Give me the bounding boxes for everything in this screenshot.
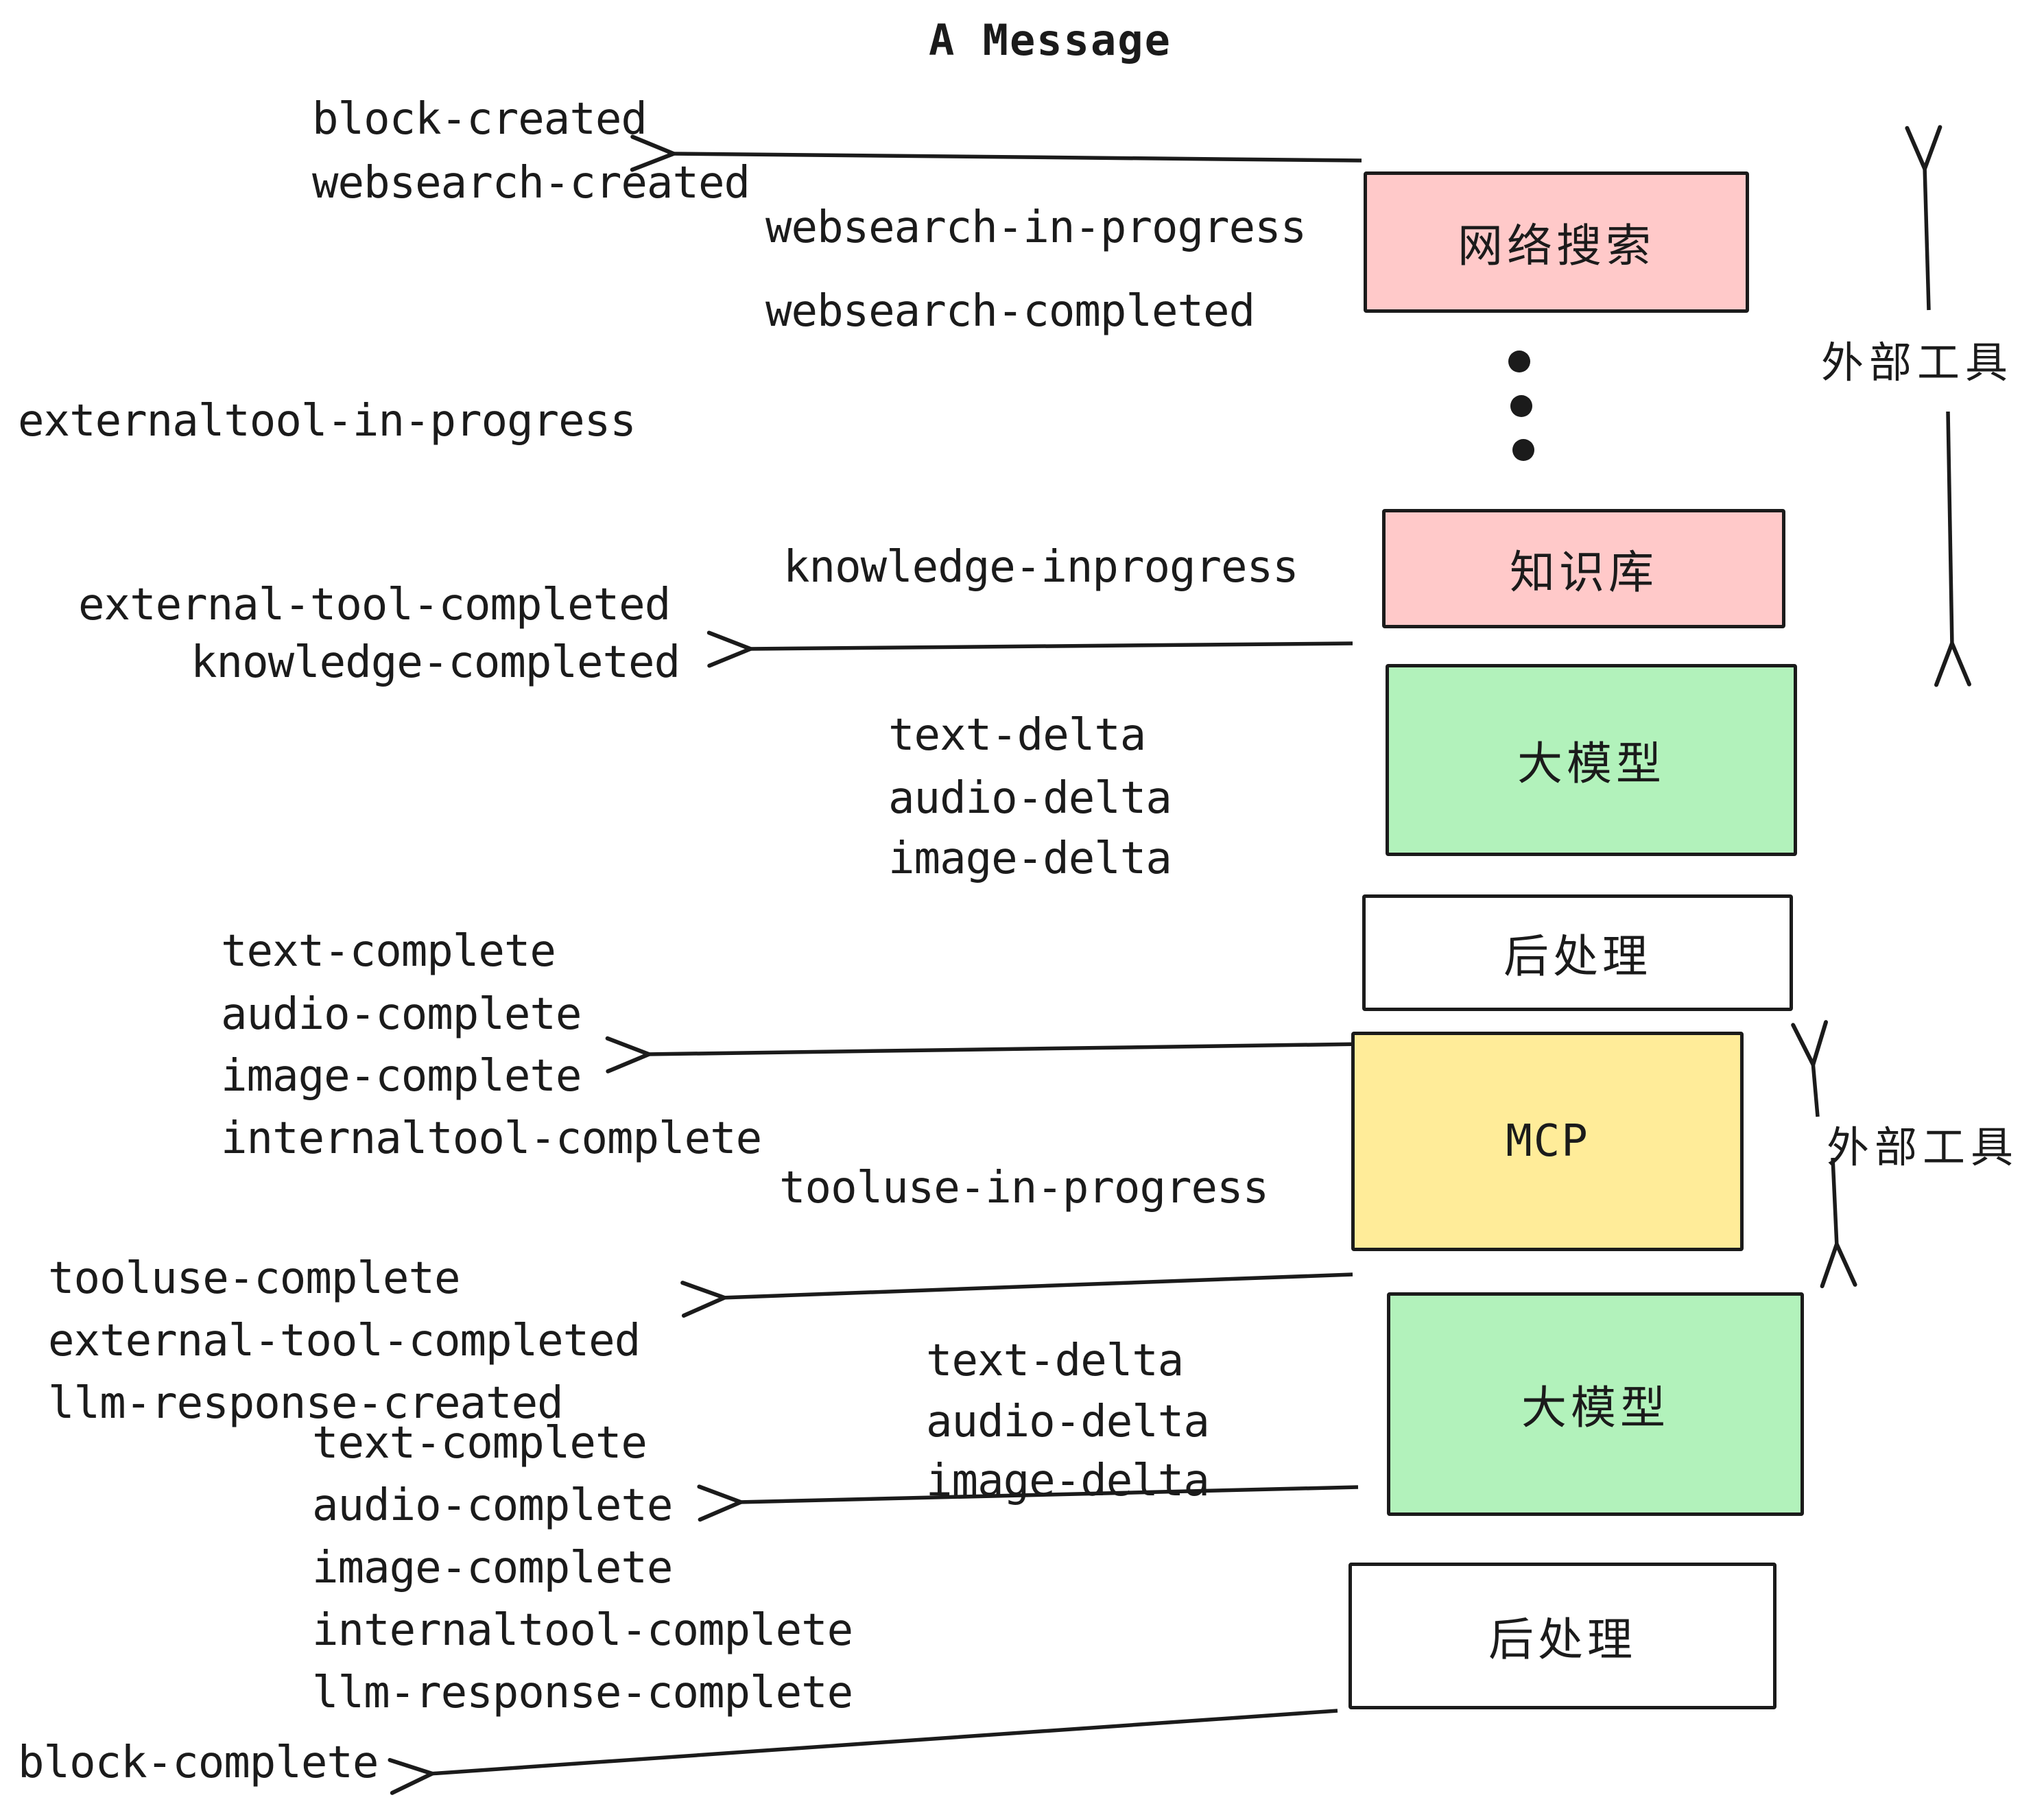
event-label-knowledge-inprogress: knowledge-inprogress [783, 542, 1299, 593]
box-llm-bottom: 大模型 [1387, 1292, 1804, 1516]
arrow-to-block-complete [388, 1709, 1338, 1795]
event-label-external-tool-completed-1: external-tool-completed [78, 580, 671, 630]
box-mcp-label: MCP [1506, 1116, 1589, 1167]
arrow-to-block-created [630, 134, 1362, 172]
box-knowledge-base-label: 知识库 [1510, 546, 1658, 599]
event-label-image-delta-2: image-delta [926, 1456, 1210, 1506]
external-tools-mid-up-arrow [1791, 1020, 1829, 1117]
event-label-audio-complete-1: audio-complete [221, 989, 582, 1040]
arrow-to-tooluse-complete [680, 1272, 1353, 1318]
event-label-block-created: block-created [312, 94, 647, 145]
external-tools-top-label: 外部工具 [1821, 337, 2014, 388]
arrow-to-image-complete [605, 1036, 1364, 1073]
event-label-websearch-completed: websearch-completed [765, 286, 1255, 337]
external-tools-top-up-arrow [1905, 125, 1942, 311]
event-label-image-complete-1: image-complete [221, 1051, 582, 1102]
event-label-llm-response-complete: llm-response-complete [312, 1667, 853, 1718]
event-label-text-complete-2: text-complete [312, 1418, 647, 1469]
event-label-audio-delta-2: audio-delta [926, 1397, 1210, 1447]
event-label-text-complete-1: text-complete [221, 926, 556, 977]
event-label-audio-complete-2: audio-complete [312, 1480, 673, 1531]
box-knowledge-base: 知识库 [1382, 509, 1785, 628]
box-postprocess-top: 后处理 [1362, 894, 1793, 1011]
box-llm-top-label: 大模型 [1517, 737, 1665, 790]
event-label-image-complete-2: image-complete [312, 1543, 673, 1593]
event-label-block-complete: block-complete [18, 1737, 379, 1788]
event-label-websearch-in-progress: websearch-in-progress [765, 202, 1307, 253]
event-label-text-delta-1: text-delta [888, 710, 1146, 761]
event-label-tooluse-in-progress: tooluse-in-progress [779, 1163, 1269, 1213]
event-label-text-delta-2: text-delta [926, 1336, 1184, 1386]
event-label-audio-delta-1: audio-delta [888, 773, 1172, 824]
external-tools-mid-label: 外部工具 [1827, 1122, 2019, 1172]
event-label-internaltool-complete-2: internaltool-complete [312, 1605, 853, 1656]
event-label-tooluse-complete: tooluse-complete [48, 1253, 460, 1304]
box-mcp: MCP [1351, 1032, 1744, 1251]
ellipsis-dots-icon [1508, 351, 1534, 461]
event-label-knowledge-completed: knowledge-completed [191, 637, 680, 688]
box-postprocess-bottom-label: 后处理 [1488, 1613, 1637, 1666]
event-label-image-delta-1: image-delta [888, 833, 1172, 884]
diagram-title: A Message [929, 15, 1172, 65]
box-postprocess-bottom: 后处理 [1348, 1563, 1776, 1709]
external-tools-top-down-arrow [1934, 411, 1971, 687]
event-label-websearch-created: websearch-created [312, 158, 750, 209]
box-llm-top: 大模型 [1386, 664, 1797, 856]
box-websearch: 网络搜索 [1364, 171, 1749, 313]
event-label-llm-response-created: llm-response-created [48, 1378, 564, 1429]
box-postprocess-top-label: 后处理 [1504, 930, 1652, 983]
box-websearch-label: 网络搜索 [1458, 219, 1655, 272]
box-llm-bottom-label: 大模型 [1521, 1381, 1669, 1434]
event-label-externaltool-in-progress: externaltool-in-progress [18, 396, 637, 447]
arrow-to-knowledge-completed [706, 630, 1353, 668]
event-label-external-tool-completed-2: external-tool-completed [48, 1316, 641, 1366]
event-label-internaltool-complete-1: internaltool-complete [221, 1113, 762, 1164]
